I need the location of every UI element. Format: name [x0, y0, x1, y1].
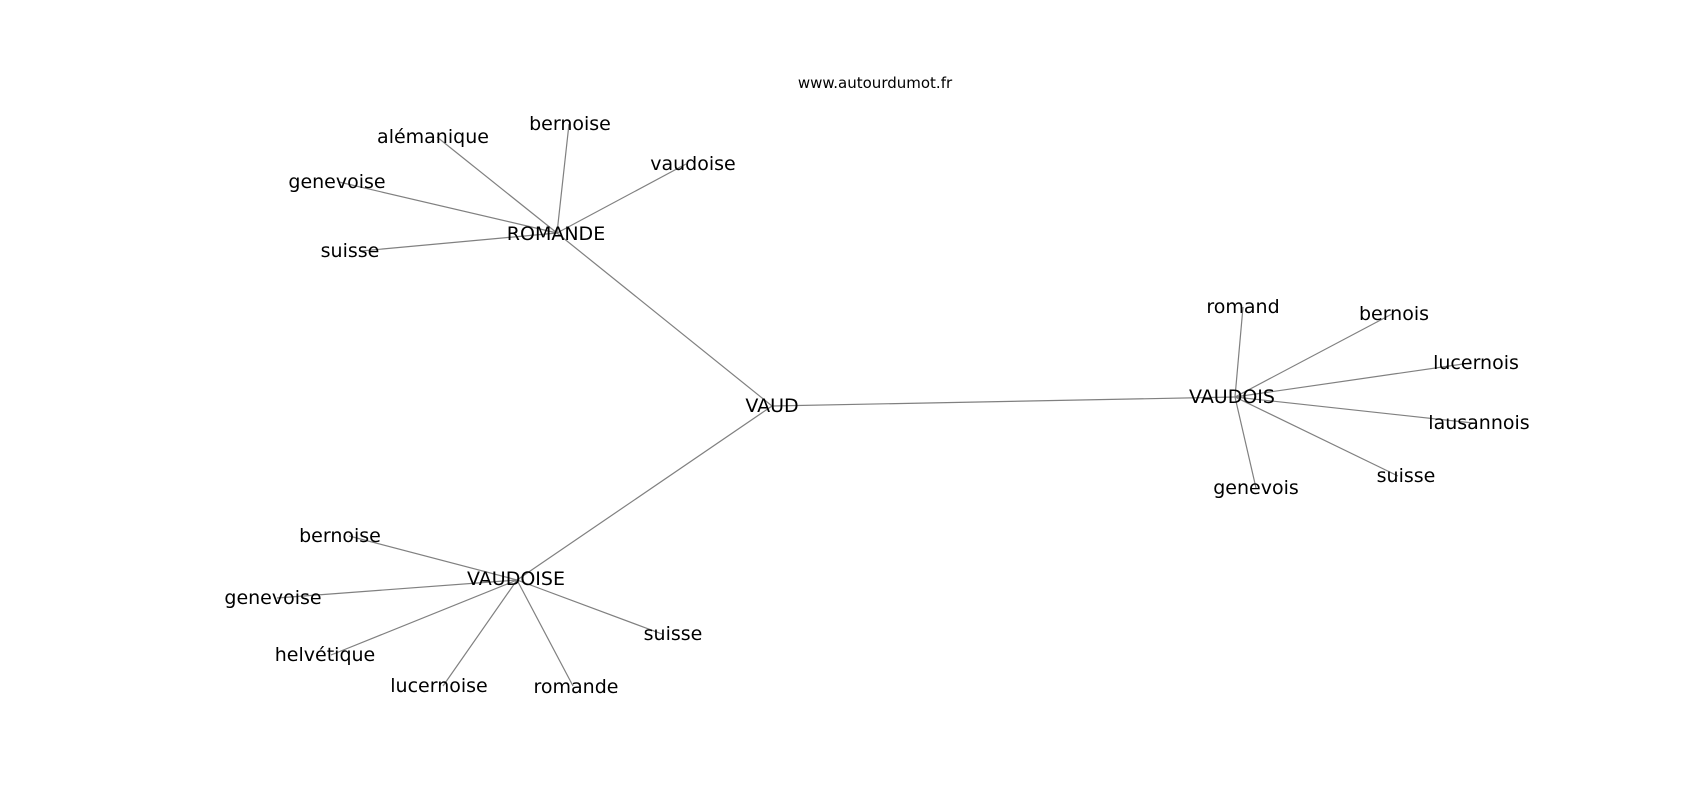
edge-vaudois_hub-vs_romand: [1234, 306, 1244, 398]
edge-vaudois_hub-vs_lucernois: [1234, 362, 1471, 398]
node-label-vs-genevois[interactable]: genevois: [1213, 477, 1299, 499]
node-label-ve-helvetique[interactable]: helvétique: [275, 644, 375, 666]
node-label-r-vaudoise[interactable]: vaudoise: [650, 153, 735, 175]
edge-vaud-romande_hub: [556, 232, 773, 407]
node-label-vaud[interactable]: VAUD: [745, 395, 798, 417]
edge-vaud-vaudoise_hub: [516, 405, 773, 581]
edge-vaudoise_hub-ve_lucernoise: [442, 579, 518, 687]
edge-vaudois_hub-vs_bernois: [1234, 313, 1393, 398]
node-label-vs-romand[interactable]: romand: [1206, 296, 1279, 318]
node-label-ve-genevoise[interactable]: genevoise: [224, 587, 321, 609]
node-label-vs-bernois[interactable]: bernois: [1359, 303, 1429, 325]
node-label-vaudois-hub[interactable]: VAUDOIS: [1189, 386, 1275, 408]
node-label-vs-lucernois[interactable]: lucernois: [1433, 352, 1519, 374]
node-label-ve-romande[interactable]: romande: [534, 676, 619, 698]
edge-vaudois_hub-vs_lausannois: [1234, 396, 1474, 424]
edge-vaudois_hub-vs_suisse: [1234, 396, 1399, 477]
edge-romande_hub-r_suisse: [360, 232, 558, 252]
node-label-vs-suisse[interactable]: suisse: [1377, 465, 1436, 487]
edge-romande_hub-r_alemanique: [436, 136, 558, 234]
node-label-r-alemanique[interactable]: alémanique: [377, 126, 489, 148]
edge-vaudoise_hub-ve_helvetique: [330, 579, 518, 656]
edge-vaudoise_hub-ve_suisse: [516, 579, 663, 635]
node-label-ve-suisse[interactable]: suisse: [644, 623, 703, 645]
node-label-r-bernoise[interactable]: bernoise: [529, 113, 611, 135]
node-label-romande-hub[interactable]: ROMANDE: [507, 223, 605, 245]
edge-layer: [276, 123, 1474, 687]
node-label-ve-bernoise[interactable]: bernoise: [299, 525, 381, 547]
edge-vaudoise_hub-ve_genevoise: [276, 579, 518, 599]
watermark-text: www.autourdumot.fr: [798, 74, 953, 92]
node-label-r-genevoise[interactable]: genevoise: [288, 171, 385, 193]
edge-vaudois_hub-vs_genevois: [1234, 396, 1257, 489]
edge-romande_hub-r_genevoise: [338, 181, 558, 234]
edge-vaud-vaudois_hub: [771, 396, 1236, 407]
label-layer: VAUD ROMANDE VAUDOISE VAUDOIS alémanique bern…: [224, 113, 1529, 698]
node-label-vaudoise-hub[interactable]: VAUDOISE: [467, 568, 565, 590]
edge-romande_hub-r_bernoise: [556, 123, 570, 234]
edge-romande_hub-r_vaudoise: [556, 163, 687, 234]
node-label-vs-lausannois[interactable]: lausannois: [1428, 412, 1529, 434]
edge-vaudoise_hub-ve_bernoise: [348, 535, 518, 581]
node-label-ve-lucernoise[interactable]: lucernoise: [390, 675, 487, 697]
edge-vaudoise_hub-ve_romande: [516, 579, 574, 687]
node-label-r-suisse[interactable]: suisse: [321, 240, 380, 262]
